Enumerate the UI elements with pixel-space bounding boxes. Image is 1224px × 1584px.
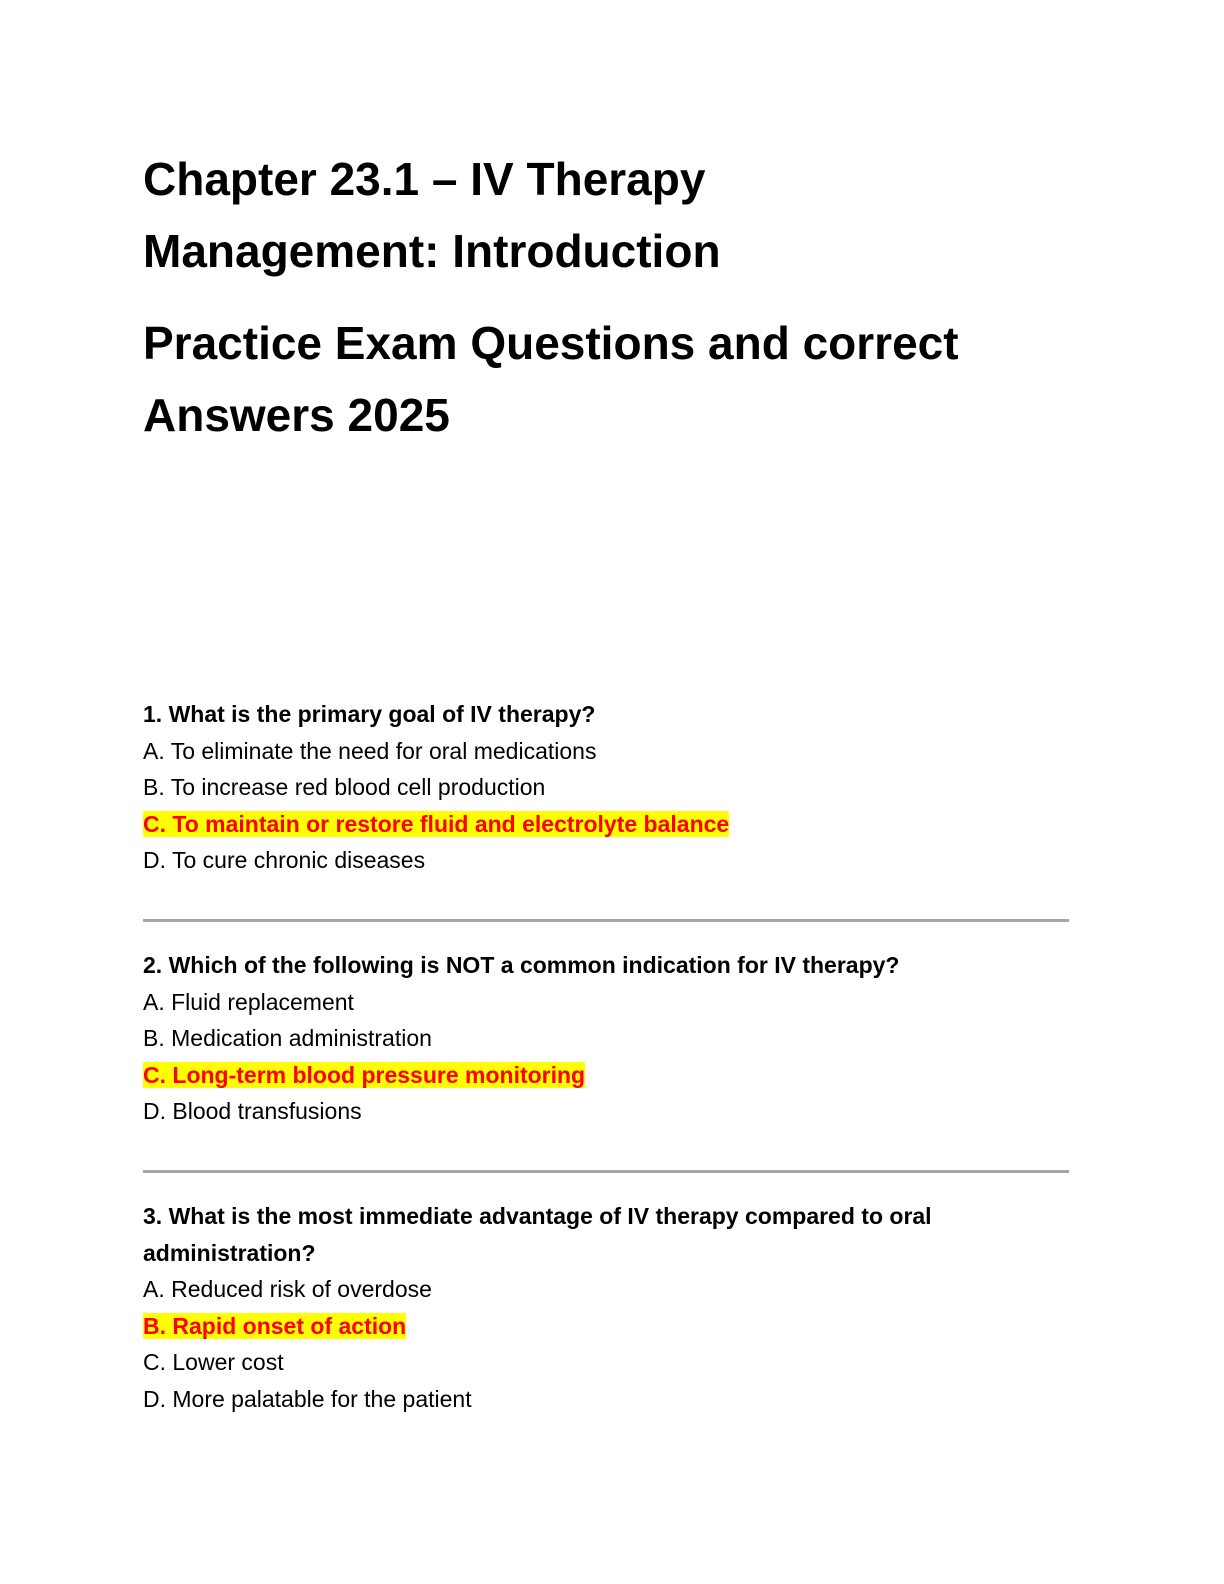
answer-option-a: A. To eliminate the need for oral medica… xyxy=(143,737,597,764)
answer-option-b-correct: B. Rapid onset of action xyxy=(143,1312,407,1339)
subtitle-line: Practice Exam Questions and correct xyxy=(143,317,959,369)
question-divider xyxy=(143,1170,1069,1173)
answer-option-a: A. Reduced risk of overdose xyxy=(143,1276,432,1302)
subtitle-line: Answers 2025 xyxy=(143,389,450,441)
answer-option-c-correct: C. Long-term blood pressure monitoring xyxy=(143,1061,586,1088)
question-2: 2. Which of the following is NOT a commo… xyxy=(143,947,1073,1130)
answer-option-d: D. Blood transfusions xyxy=(143,1098,362,1124)
answer-option-c-correct: C. To maintain or restore fluid and elec… xyxy=(143,810,730,837)
title-line: Management: Introduction xyxy=(143,225,721,277)
answer-option-d: D. To cure chronic diseases xyxy=(143,847,426,873)
answer-option-b: B. Medication administration xyxy=(143,1025,432,1051)
question-text: 1. What is the primary goal of IV therap… xyxy=(143,701,596,727)
document-title: Chapter 23.1 – IV Therapy Management: In… xyxy=(143,143,1073,287)
question-divider xyxy=(143,919,1069,922)
document-subtitle: Practice Exam Questions and correct Answ… xyxy=(143,307,1073,451)
answer-option-a: A. Fluid replacement xyxy=(143,988,354,1015)
question-text: 2. Which of the following is NOT a commo… xyxy=(143,952,900,978)
title-line: Chapter 23.1 – IV Therapy xyxy=(143,153,706,205)
question-1: 1. What is the primary goal of IV therap… xyxy=(143,696,1073,879)
answer-option-c: C. Lower cost xyxy=(143,1349,284,1375)
question-text: 3. What is the most immediate advantage … xyxy=(143,1203,932,1266)
answer-option-b: B. To increase red blood cell production xyxy=(143,774,546,800)
question-3: 3. What is the most immediate advantage … xyxy=(143,1198,1073,1417)
answer-option-d: D. More palatable for the patient xyxy=(143,1385,472,1412)
